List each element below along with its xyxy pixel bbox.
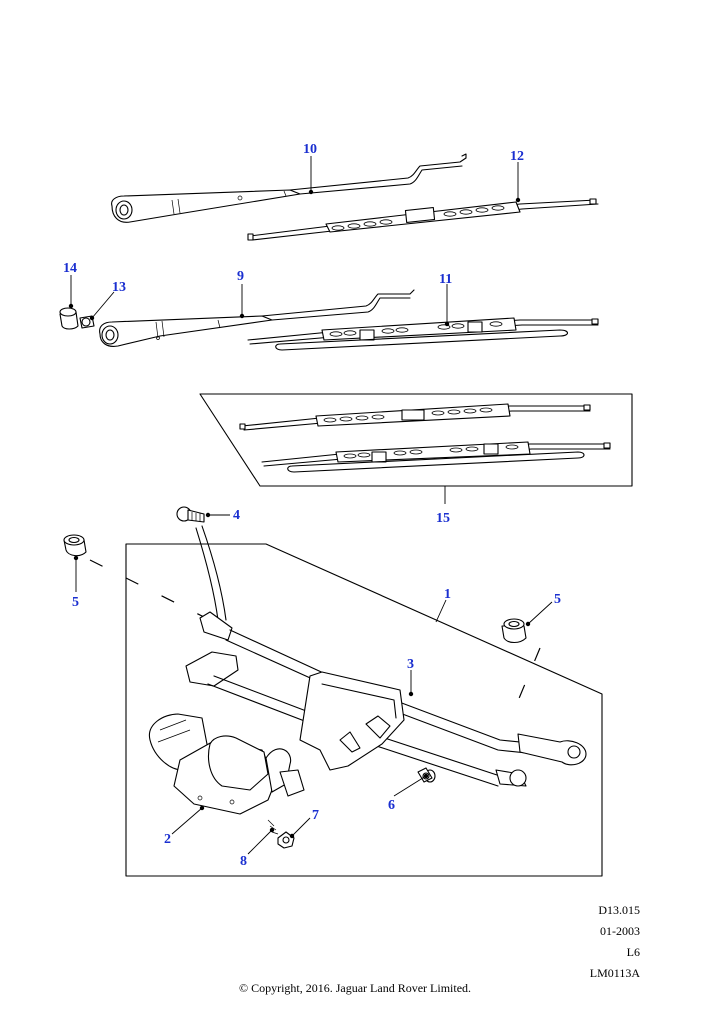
callout-6: 6 (388, 798, 395, 813)
callout-5-left: 5 (72, 595, 79, 610)
callout-13: 13 (112, 280, 126, 295)
diagram-ref: LM0113A (589, 966, 640, 980)
callout-2: 2 (164, 832, 171, 847)
wiper-arm-9 (99, 289, 415, 347)
callout-11: 11 (439, 272, 452, 287)
wiper-motor-2 (148, 713, 305, 815)
callout-12: 12 (510, 149, 524, 164)
callout-3: 3 (407, 657, 414, 672)
linkage-assembly-box-1 (125, 543, 603, 877)
bolt-4 (176, 506, 205, 523)
assembly-line-left (89, 559, 207, 619)
blade-kit-lower (261, 441, 611, 473)
diagram-code: D13.015 (598, 903, 640, 917)
blade-slots-12 (331, 205, 505, 231)
callout-1: 1 (444, 587, 451, 602)
blade-kit-box-15 (199, 393, 633, 487)
callout-10: 10 (303, 142, 317, 157)
copyright-notice: © Copyright, 2016. Jaguar Land Rover Lim… (238, 981, 472, 995)
diagram-variant: L6 (626, 945, 640, 959)
callout-15: 15 (436, 511, 450, 526)
assembly-line-right (509, 647, 541, 721)
wiper-arm-10 (111, 153, 467, 223)
callout-5-right: 5 (554, 592, 561, 607)
leader-lines (68, 156, 553, 855)
wiper-blade-11 (247, 317, 599, 351)
callout-8: 8 (240, 854, 247, 869)
wiper-blade-12 (247, 198, 599, 241)
callout-9: 9 (237, 269, 244, 284)
linkage-bar-3 (185, 525, 587, 787)
cap-14 (59, 307, 79, 330)
washer-8 (267, 819, 279, 835)
blade-slots-11 (329, 321, 503, 337)
callout-4: 4 (233, 508, 240, 523)
grommet-5-left (63, 534, 87, 557)
callout-14: 14 (63, 261, 77, 276)
callout-7: 7 (312, 808, 319, 823)
blade-kit-upper (239, 403, 591, 431)
grommet-5-right (501, 618, 527, 644)
diagram-date: 01-2003 (600, 924, 640, 938)
